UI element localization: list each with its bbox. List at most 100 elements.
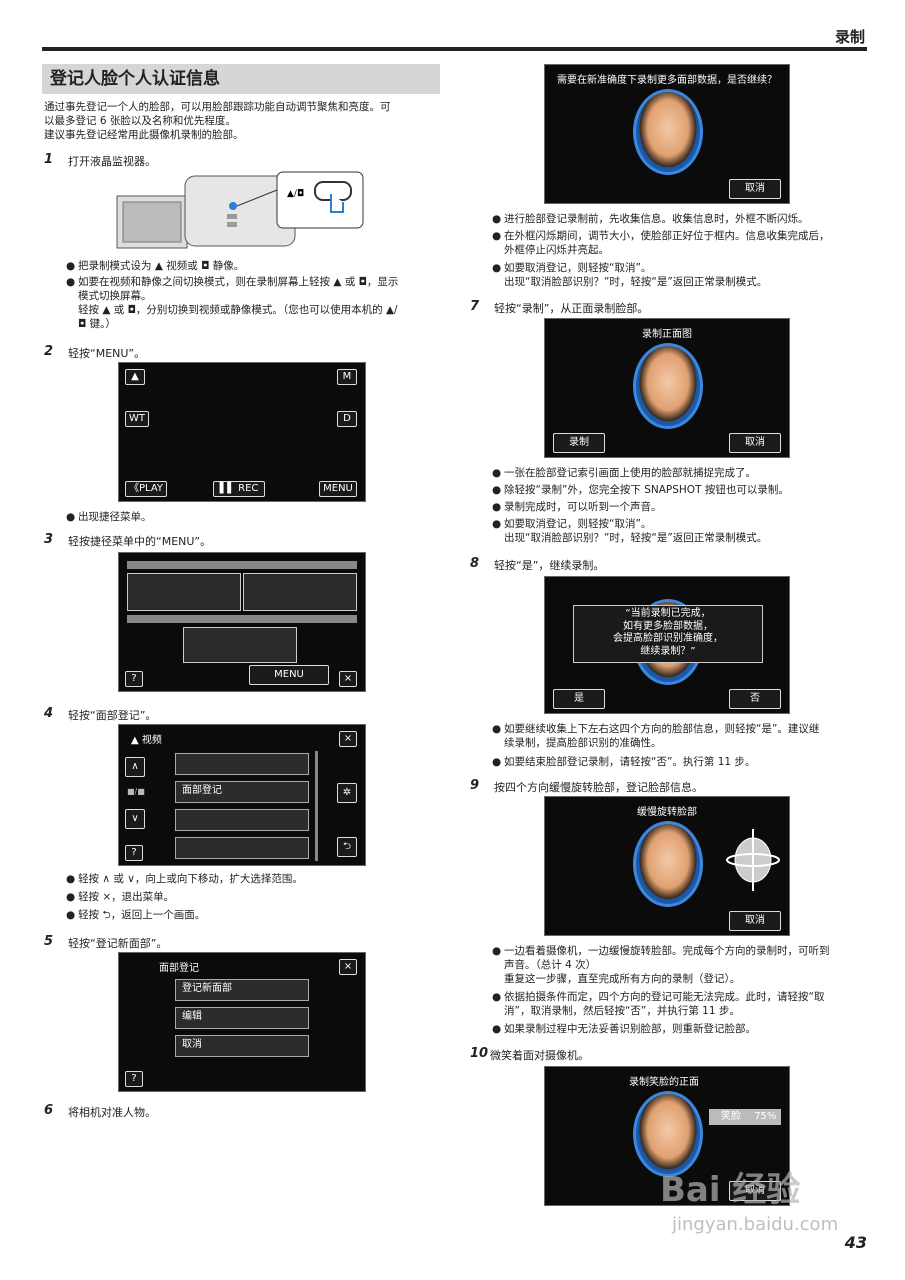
face-frame [633,343,703,429]
smile-label: 笑脸 [721,1111,741,1122]
wt-button[interactable]: WT [125,411,149,427]
dialog-line: 如有更多脸部数据， [623,620,713,632]
step-text: 按四个方向缓慢旋转脸部，登记脸部信息。 [494,781,703,794]
rotation-guide-icon [726,829,780,891]
bullet-text: 一张在脸部登记索引画面上使用的脸部就捕捉完成了。 [504,467,756,479]
screen-title: 录制正面图 [642,329,692,340]
bullet-text: 出现捷径菜单。 [78,511,152,523]
header-rule [42,47,867,51]
header-section-title: 录制 [834,28,865,46]
video-mode-icon[interactable]: ▲ [125,369,145,385]
menu-button[interactable]: MENU [319,481,357,497]
gear-icon[interactable]: ✲ [337,783,357,803]
yes-button[interactable]: 是 [553,689,605,709]
page-number: 43 [844,1233,867,1252]
bullet-text: 在外框闪烁期间，调节大小，使脸部正好位于框内。信息收集完成后， 外框停止闪烁并亮… [504,230,830,256]
dialog-line: “当前录制已完成， [625,608,711,619]
help-button[interactable]: ? [125,671,143,687]
video-title: ▲ 视频 [131,735,162,746]
scroll-up-icon[interactable]: ∧ [125,757,145,777]
screen-title: 缓慢旋转脸部 [637,807,697,818]
menu-item-face-register[interactable]: 面部登记 [175,781,309,803]
watermark-url: jingyan.baidu.com [672,1214,839,1235]
mode-button-icon [229,202,237,210]
close-icon[interactable]: × [339,959,357,975]
section-title: 登记人脸个人认证信息 [42,64,440,94]
cancel-button[interactable]: 取消 [729,911,781,931]
close-icon[interactable]: × [339,671,357,687]
step-number: 7 [470,299,480,314]
record-button[interactable]: 录制 [553,433,605,453]
back-icon[interactable]: ⮌ [337,837,357,857]
step-number: 5 [44,934,54,949]
menu-button[interactable]: MENU [249,665,329,685]
step-text: 将相机对准人物。 [68,1106,156,1119]
cancel-button[interactable]: 取消 [729,433,781,453]
step-text: 轻按捷径菜单中的“MENU”。 [68,535,212,548]
intro-line: 通过事先登记一个人的脸部，可以用脸部跟踪功能自动调节聚焦和亮度。可 [44,101,391,113]
menu-header-bar [127,615,357,623]
intro-text: 通过事先登记一个人的脸部，可以用脸部跟踪功能自动调节聚焦和亮度。可 以最多登记 … [44,100,440,142]
help-button[interactable]: ? [125,845,143,861]
bullet-text: 如要继续收集上下左右这四个方向的脸部信息，则轻按“是”。建议继 续录制，提高脸部… [504,723,820,749]
face-frame [633,1091,703,1177]
bullet-text: 把录制模式设为 ▲ 视频或 ◘ 静像。 [78,260,245,272]
bullet-text: 依据拍摄条件而定，四个方向的登记可能无法完成。此时，请轻按“取 消”，取消录制，… [504,991,825,1017]
step-number: 4 [44,706,54,721]
dialog-line: 会提高脸部识别准确度， [613,633,723,644]
screen-title: 面部登记 [159,963,199,974]
screen-shortcut-menu: ? MENU × [118,552,366,692]
menu-item[interactable] [175,837,309,859]
register-new-face-item[interactable]: 登记新面部 [175,979,309,1001]
step-number: 2 [44,344,54,359]
menu-item[interactable] [175,809,309,831]
bullet-text: 录制完成时，可以听到一个声音。 [504,501,662,513]
intro-line: 建议事先登记经常用此摄像机录制的脸部。 [44,129,244,141]
play-button[interactable]: 《PLAY [125,481,167,497]
bullet-text: 如要结束脸部登记录制，请轻按“否”。执行第 11 步。 [504,756,756,768]
video-title-label: 视频 [141,735,162,746]
cancel-item[interactable]: 取消 [175,1035,309,1057]
step-number: 9 [470,778,480,793]
step-text: 轻按“MENU”。 [68,347,146,360]
m-button[interactable]: M [337,369,357,385]
step-number: 10 [470,1046,489,1061]
bullet-text: 如要取消登记，则轻按“取消”。 出现“取消脸部识别？”时，轻按“是”返回正常录制… [504,518,768,544]
shortcut-item[interactable] [243,573,357,611]
menu-header-bar [127,561,357,569]
step-number: 1 [44,152,54,167]
bullet-text: 轻按 ×，退出菜单。 [78,891,175,903]
scrollbar[interactable] [315,751,318,861]
scroll-down-icon[interactable]: ∨ [125,809,145,829]
screen-face-register-menu: ▲ 视频 × ∧ ■/■ ∨ ? 面部登记 ✲ ⮌ [118,724,366,866]
step-number: 6 [44,1103,54,1118]
bullet-text: 如果录制过程中无法妥善识别脸部，则重新登记脸部。 [504,1023,756,1035]
screen-continue: “当前录制已完成， 如有更多脸部数据， 会提高脸部识别准确度， 继续录制？” 是… [544,576,790,714]
watermark-logo: Bai 经验 [660,1170,801,1210]
no-button[interactable]: 否 [729,689,781,709]
edit-item[interactable]: 编辑 [175,1007,309,1029]
svg-text:▲/◘: ▲/◘ [287,189,304,199]
shortcut-item[interactable] [183,627,297,663]
menu-item[interactable] [175,753,309,775]
bullet-text: 除轻按“录制”外，您完全按下 SNAPSHOT 按钮也可以录制。 [504,484,789,496]
step-number: 8 [470,556,480,571]
step-text: 轻按“录制”，从正面录制脸部。 [494,302,649,315]
cancel-button[interactable]: 取消 [729,179,781,199]
rec-button[interactable]: ▌▌ REC [213,481,265,497]
step-text: 轻按“是”，继续录制。 [494,559,605,572]
bullet-text: 轻按 ⮌，返回上一个画面。 [78,909,206,921]
screen-menu-shortcut: ▲ M WT D 《PLAY ▌▌ REC MENU [118,362,366,502]
help-button[interactable]: ? [125,1071,143,1087]
shortcut-item[interactable] [127,573,241,611]
close-icon[interactable]: × [339,731,357,747]
screen-smile: 录制笑脸的正面 笑脸 75% 取消 [544,1066,790,1206]
d-button[interactable]: D [337,411,357,427]
screen-title: 录制笑脸的正面 [629,1077,699,1088]
bullet-text: 如要在视频和静像之间切换模式，则在录制屏幕上轻按 ▲ 或 ◘，显示 模式切换屏幕… [78,276,399,330]
smile-meter: 笑脸 75% [709,1109,781,1125]
bullet-text: 轻按 ∧ 或 ∨，向上或向下移动，扩大选择范围。 [78,873,303,885]
bullet-text: 进行脸部登记录制前，先收集信息。收集信息时，外框不断闪烁。 [504,213,809,225]
dialog-line: 继续录制？” [640,645,696,657]
cancel-button[interactable]: 取消 [729,1181,781,1201]
